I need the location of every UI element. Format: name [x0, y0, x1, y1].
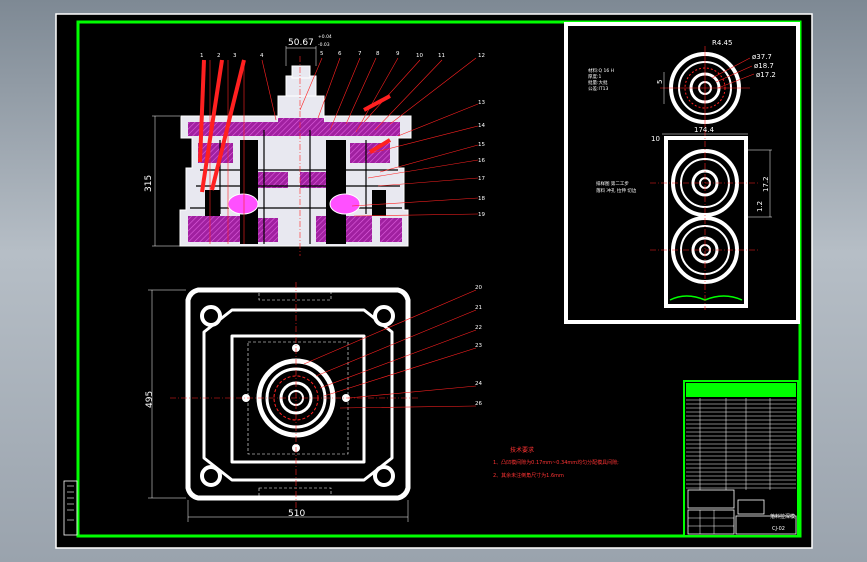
- tech-req-2: 2、其余未注倒角尺寸为1.6mm: [493, 472, 564, 479]
- part-drawing: [650, 46, 772, 310]
- callouts-plan: 20 21 22 23 24 26: [475, 285, 482, 407]
- dim-r: R4.45: [712, 39, 732, 47]
- dim-plan-height: 495: [145, 391, 155, 408]
- svg-text:18: 18: [478, 196, 485, 202]
- svg-text:2: 2: [217, 53, 221, 59]
- svg-text:24: 24: [475, 381, 482, 387]
- title-block: [683, 380, 799, 537]
- svg-text:批量:大批: 批量:大批: [588, 79, 608, 86]
- svg-text:材料:Q 16 H: 材料:Q 16 H: [588, 67, 614, 74]
- svg-text:1: 1: [200, 53, 204, 59]
- dim-width: 50.67: [288, 38, 314, 48]
- svg-text:公差:IT13: 公差:IT13: [588, 85, 608, 92]
- callouts-left: 1 2 3 4 5 6 7 8 9 10 11 12: [200, 51, 485, 59]
- svg-text:21: 21: [475, 305, 482, 311]
- dim-d2: ø18.7: [754, 62, 774, 70]
- svg-text:5: 5: [320, 51, 324, 57]
- dim-gap: 5: [656, 80, 664, 84]
- part-layout-frame: [564, 22, 800, 324]
- dim-d1: ø37.7: [752, 53, 772, 61]
- svg-text:9: 9: [396, 51, 400, 57]
- svg-text:6: 6: [338, 51, 342, 57]
- svg-text:4: 4: [260, 53, 264, 59]
- svg-text:19: 19: [478, 212, 485, 218]
- svg-text:排样图 第二工步: 排样图 第二工步: [596, 180, 629, 187]
- title-name: 落料拉深模: [770, 513, 795, 520]
- svg-text:26: 26: [475, 401, 482, 407]
- callouts-right: 13 14 15 16 17 18 19: [478, 100, 485, 218]
- svg-text:15: 15: [478, 142, 485, 148]
- svg-text:7: 7: [358, 51, 362, 57]
- svg-text:13: 13: [478, 100, 485, 106]
- dim-tol-bot: -0.03: [318, 42, 330, 48]
- dim-h: 17.2: [762, 176, 770, 192]
- svg-text:落料 冲孔 拉伸 切边: 落料 冲孔 拉伸 切边: [596, 187, 637, 194]
- die-section-view: [152, 46, 479, 256]
- svg-text:厚度:1: 厚度:1: [588, 73, 602, 80]
- dim-tol-top: +0.04: [318, 34, 332, 40]
- svg-text:3: 3: [233, 53, 237, 59]
- svg-text:10: 10: [416, 53, 423, 59]
- dim-s: 1.2: [756, 201, 764, 212]
- side-stamp: [63, 480, 78, 536]
- dim-pitch: 10: [651, 135, 660, 143]
- dim-d3: ø17.2: [756, 71, 776, 79]
- svg-text:8: 8: [376, 51, 380, 57]
- svg-text:12: 12: [478, 53, 485, 59]
- svg-text:14: 14: [478, 123, 485, 129]
- tech-title: 技术要求: [510, 446, 534, 454]
- dim-plan-width: 510: [288, 509, 305, 519]
- die-plan-view: [148, 282, 477, 522]
- part-notes: 材料:Q 16 H 厚度:1 批量:大批 公差:IT13: [588, 67, 614, 92]
- tech-req-1: 1、凸凹模间隙为0.17mm~0.34mm均匀分配模具间隙;: [493, 459, 619, 466]
- dim-height: 315: [144, 175, 154, 192]
- svg-text:17: 17: [478, 176, 485, 182]
- svg-text:11: 11: [438, 53, 445, 59]
- svg-text:23: 23: [475, 343, 482, 349]
- title-code: CJ-02: [772, 526, 785, 532]
- svg-text:16: 16: [478, 158, 485, 164]
- svg-text:20: 20: [475, 285, 482, 291]
- svg-text:22: 22: [475, 325, 482, 331]
- dim-w: 174.4: [694, 126, 715, 134]
- layout-note: 排样图 第二工步 落料 冲孔 拉伸 切边: [596, 180, 637, 194]
